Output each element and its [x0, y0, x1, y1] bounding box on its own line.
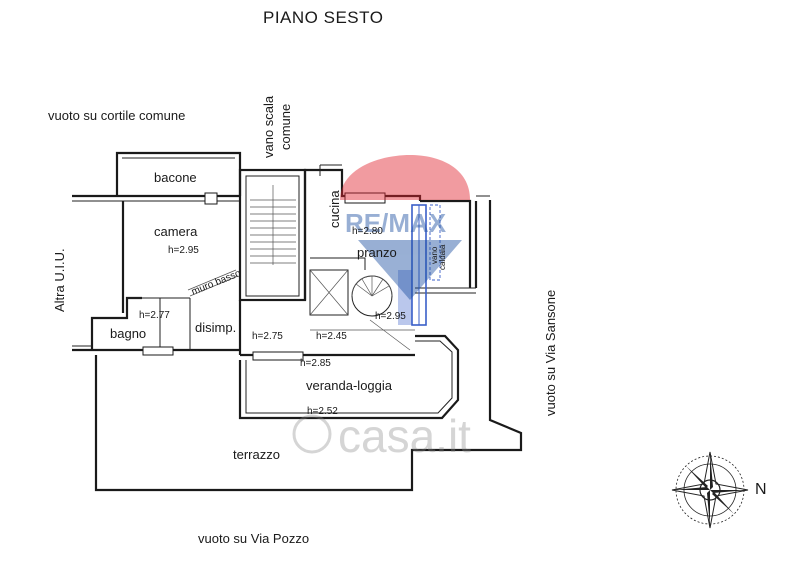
partitions	[127, 269, 415, 351]
veranda-outline	[238, 287, 476, 420]
shaft	[309, 257, 366, 316]
room-label-disimp: disimp.	[195, 320, 236, 335]
remax-watermark: RE/MAX	[340, 155, 470, 300]
label-muro-basso: muro basso	[190, 268, 243, 298]
height-cucina: h=2.80	[352, 226, 383, 237]
stairs	[250, 185, 296, 265]
height-285: h=2.85	[300, 358, 331, 369]
room-label-camera: camera	[154, 224, 198, 239]
label-altra-uiu: Altra U.I.U.	[52, 248, 67, 312]
room-label-pranzo: pranzo	[357, 245, 397, 260]
height-pranzo: h=2.95	[375, 311, 406, 322]
room-label-bagno: bagno	[110, 326, 146, 341]
compass-rose-icon	[671, 451, 749, 529]
room-label-bacone: bacone	[154, 170, 197, 185]
height-275: h=2.75	[252, 331, 283, 342]
label-vano-scala-2: comune	[278, 104, 293, 150]
label-vano-caldaia-1: vano	[430, 246, 439, 264]
casa-watermark: casa.it	[292, 410, 471, 462]
room-label-veranda: veranda-loggia	[306, 378, 393, 393]
height-245: h=2.45	[316, 331, 347, 342]
height-252: h=2.52	[307, 406, 338, 417]
spiral-stair	[351, 275, 393, 317]
height-bagno: h=2.77	[139, 310, 170, 321]
plan-title: PIANO SESTO	[263, 8, 383, 27]
outer-walls	[72, 151, 523, 492]
height-camera: h=2.95	[168, 245, 199, 256]
openings	[142, 192, 386, 361]
label-vuoto-pozzo: vuoto su Via Pozzo	[198, 531, 309, 546]
north-label: N	[755, 481, 767, 498]
remax-logo-text: RE/MAX	[345, 208, 447, 238]
room-label-terrazzo: terrazzo	[233, 447, 280, 462]
casa-logo-text: casa.it	[338, 410, 471, 462]
vano-caldaia-area	[398, 204, 441, 326]
room-label-cucina: cucina	[327, 190, 342, 228]
label-vuoto-sansone: vuoto su Via Sansone	[543, 290, 558, 416]
label-vuoto-cortile: vuoto su cortile comune	[48, 108, 185, 123]
label-vano-scala-1: vano scala	[261, 95, 276, 158]
label-vano-caldaia-2: caldaia	[438, 244, 447, 270]
